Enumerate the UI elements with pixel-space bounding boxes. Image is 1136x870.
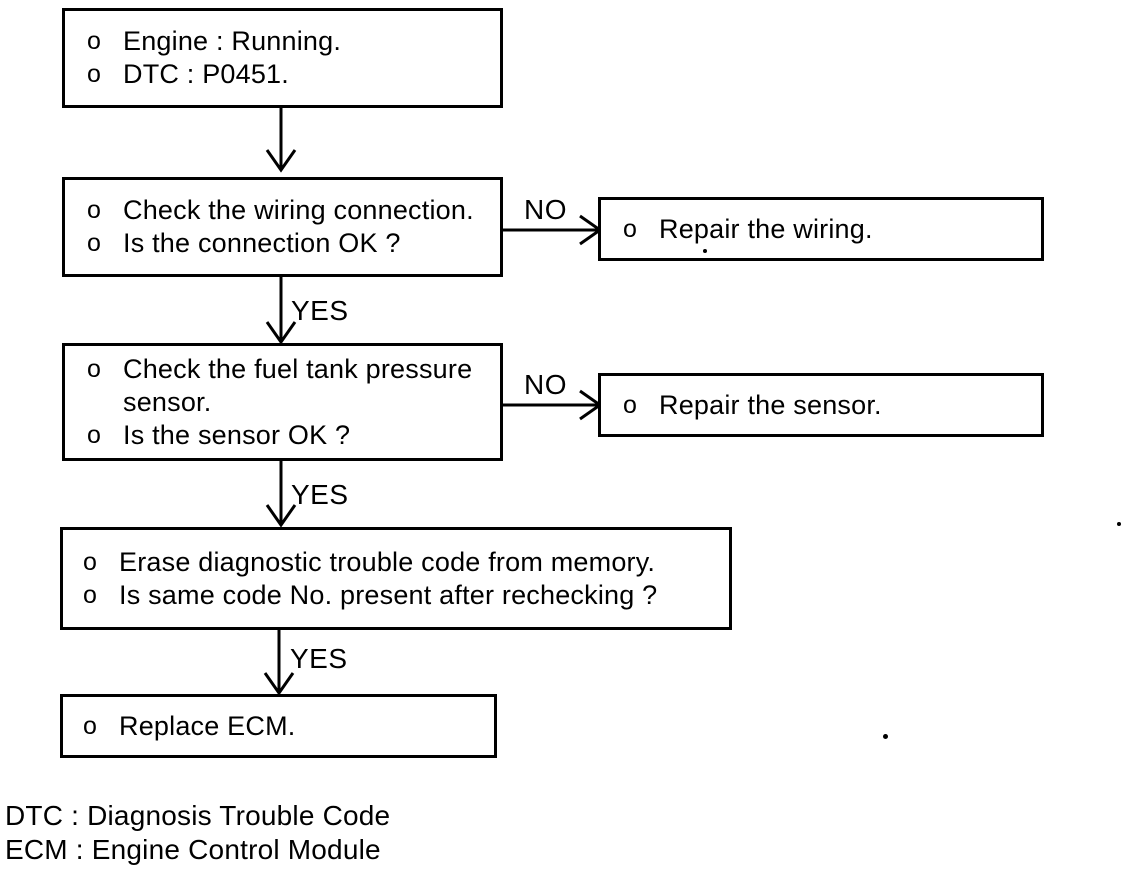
connector-erase-code-yes	[263, 630, 295, 696]
node-check-sensor-text-1: Check the fuel tank pressure sensor.	[123, 353, 473, 417]
node-repair-wiring: o Repair the wiring.	[598, 197, 1044, 261]
edge-label-no-sensor: NO	[524, 369, 567, 400]
node-erase-code-line-1: o Erase diagnostic trouble code from mem…	[83, 546, 723, 579]
node-check-wiring-line-1: o Check the wiring connection.	[87, 194, 494, 227]
bullet-marker: o	[83, 580, 97, 609]
node-start: o Engine : Running. o DTC : P0451.	[62, 8, 503, 108]
bullet-marker: o	[83, 547, 97, 576]
node-check-sensor-text-2: Is the sensor OK ?	[123, 419, 351, 450]
bullet-marker: o	[87, 60, 101, 88]
footnote-dtc: DTC : Diagnosis Trouble Code	[5, 800, 391, 831]
bullet-marker: o	[623, 214, 637, 243]
node-start-line-1: o Engine : Running.	[87, 25, 494, 58]
bullet-marker: o	[87, 229, 101, 257]
bullet-marker: o	[87, 27, 101, 55]
node-repair-sensor-line-1: o Repair the sensor.	[623, 389, 1035, 422]
node-check-wiring-text-2: Is the connection OK ?	[123, 228, 401, 258]
node-erase-code-line-2: o Is same code No. present after recheck…	[83, 579, 723, 612]
connector-start-to-check-wiring	[265, 108, 297, 173]
edge-label-yes-wiring: YES	[291, 295, 349, 326]
node-start-text-1: Engine : Running.	[123, 26, 342, 56]
edge-label-yes-erase: YES	[290, 643, 348, 674]
node-repair-wiring-text-1: Repair the wiring.	[659, 213, 873, 244]
bullet-marker: o	[83, 711, 97, 740]
node-start-text-2: DTC : P0451.	[123, 59, 289, 89]
node-erase-code-text-1: Erase diagnostic trouble code from memor…	[119, 546, 656, 577]
scan-artifact-dot	[703, 249, 707, 253]
node-repair-sensor: o Repair the sensor.	[598, 373, 1044, 437]
edge-label-no-wiring: NO	[524, 194, 567, 225]
node-replace-ecm-text-1: Replace ECM.	[119, 710, 296, 741]
scan-artifact-dot	[1117, 522, 1121, 526]
node-check-sensor-line-2: o Is the sensor OK ?	[87, 419, 494, 452]
bullet-marker: o	[87, 196, 101, 224]
edge-label-yes-sensor: YES	[291, 479, 349, 510]
node-check-wiring: o Check the wiring connection. o Is the …	[62, 177, 503, 277]
bullet-marker: o	[623, 390, 637, 419]
node-check-wiring-line-2: o Is the connection OK ?	[87, 227, 494, 260]
scan-artifact-dot	[883, 734, 888, 739]
node-repair-sensor-text-1: Repair the sensor.	[659, 389, 882, 420]
node-erase-code: o Erase diagnostic trouble code from mem…	[60, 527, 732, 630]
node-erase-code-text-2: Is same code No. present after recheckin…	[119, 579, 658, 610]
node-check-sensor-line-1: o Check the fuel tank pressure sensor.	[87, 353, 494, 419]
footnote-ecm: ECM : Engine Control Module	[5, 834, 381, 865]
node-start-line-2: o DTC : P0451.	[87, 58, 494, 91]
node-check-wiring-text-1: Check the wiring connection.	[123, 195, 474, 225]
node-repair-wiring-line-1: o Repair the wiring.	[623, 213, 1035, 246]
node-replace-ecm-line-1: o Replace ECM.	[83, 710, 488, 743]
bullet-marker: o	[87, 420, 101, 449]
bullet-marker: o	[87, 354, 101, 383]
node-check-sensor: o Check the fuel tank pressure sensor. o…	[62, 343, 503, 461]
node-replace-ecm: o Replace ECM.	[60, 694, 497, 758]
